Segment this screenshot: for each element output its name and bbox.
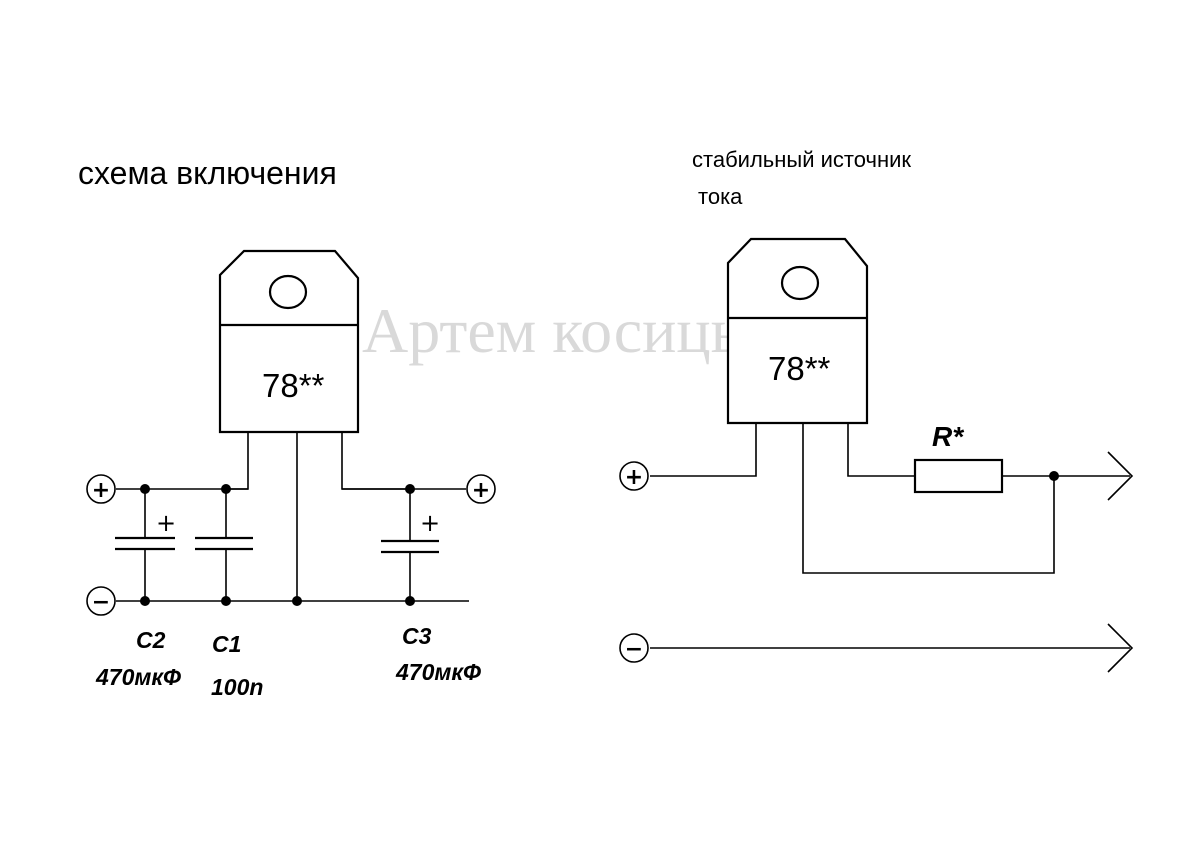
terminal-circle [86, 586, 116, 616]
terminal-minus-sign: − [92, 590, 110, 615]
capacitor-polarity-mark: + [420, 509, 440, 537]
left-pin-input [226, 432, 249, 490]
right-circuit-title-line1: стабильный источник [692, 147, 911, 172]
capacitor-c1 [195, 489, 253, 601]
right-output-wire [847, 423, 915, 477]
left-circuit-title: схема включения [78, 155, 337, 191]
terminal-plus-sign: + [472, 478, 490, 503]
capacitor-c2-name: C2 [136, 627, 166, 653]
left-regulator-label: 78** [262, 367, 325, 404]
left-circuit: схема включения 78** + + − [78, 155, 496, 700]
left-terminal-plus-in: + [86, 474, 116, 504]
junction-dot [405, 596, 415, 606]
capacitor-c1-value: 100n [211, 674, 263, 700]
resistor-r: R* [913, 421, 1004, 494]
left-regulator-mounting-hole [268, 274, 308, 310]
terminal-circle [619, 633, 649, 663]
right-regulator-body [726, 237, 869, 425]
right-terminal-plus: + [619, 461, 649, 491]
junction-dot [140, 596, 150, 606]
terminal-circle [86, 474, 116, 504]
terminal-circle [619, 461, 649, 491]
junction-dot [405, 484, 415, 494]
right-ground-feedback-wire [802, 423, 1055, 574]
terminal-plus-sign: + [625, 465, 643, 490]
left-regulator: 78** [218, 249, 360, 434]
terminal-plus-sign: + [92, 478, 110, 503]
right-regulator: 78** [726, 237, 869, 425]
right-input-wire [650, 423, 757, 477]
capacitor-c2-value: 470мкФ [95, 664, 181, 690]
terminal-minus-sign: − [625, 637, 643, 662]
right-circuit: стабильный источник тока 78** R* + [619, 147, 1134, 673]
right-circuit-title-line2: тока [698, 184, 743, 209]
junction-dot [221, 484, 231, 494]
junction-dot [1049, 471, 1059, 481]
capacitor-c1-name: C1 [212, 631, 241, 657]
capacitor-polarity-mark: + [156, 509, 176, 537]
left-terminal-minus: − [86, 586, 116, 616]
junction-dot [292, 596, 302, 606]
capacitor-c3-value: 470мкФ [395, 659, 481, 685]
output-arrow-icon [1107, 623, 1134, 673]
junction-dot [140, 484, 150, 494]
right-regulator-mounting-hole [780, 265, 820, 301]
resistor-label: R* [932, 421, 964, 452]
right-terminal-minus: − [619, 633, 649, 663]
output-arrow-icon [1107, 451, 1134, 501]
capacitor-c3: + [381, 489, 440, 601]
capacitor-c2: + [115, 489, 176, 601]
right-regulator-label: 78** [768, 350, 831, 387]
junction-dot [221, 596, 231, 606]
left-pin-output [341, 432, 410, 490]
left-terminal-plus-out: + [466, 474, 496, 504]
left-regulator-body [218, 249, 360, 434]
resistor-body [913, 458, 1004, 494]
capacitor-c3-name: C3 [402, 623, 432, 649]
terminal-circle [466, 474, 496, 504]
